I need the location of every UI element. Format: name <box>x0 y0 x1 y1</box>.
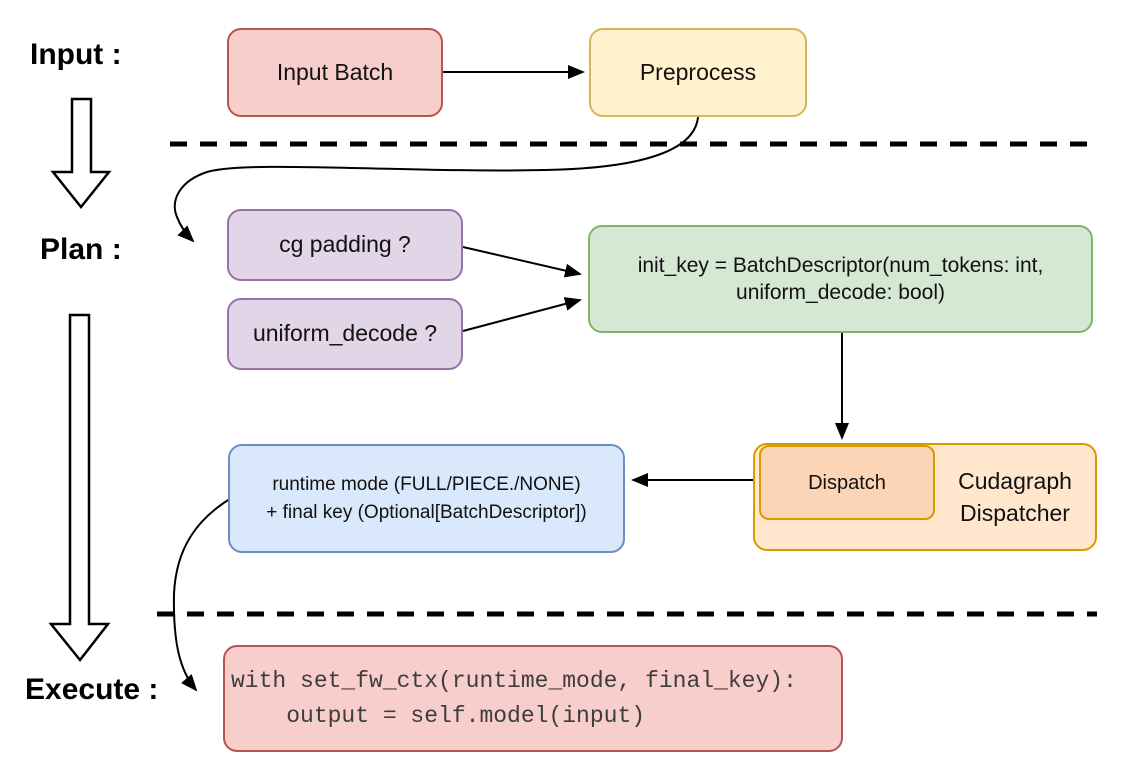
node-runtime-mode-line1: runtime mode (FULL/PIECE./NONE) <box>272 473 581 495</box>
arrow-runtimemode-executecode <box>172 496 234 692</box>
node-input-batch: Input Batch <box>227 28 443 117</box>
node-cudagraph-dispatcher: Dispatch Cudagraph Dispatcher <box>753 443 1097 551</box>
node-cg-padding: cg padding ? <box>227 209 463 281</box>
execute-code-line2: output = self.model(input) <box>231 702 646 729</box>
node-execute-code: with set_fw_ctx(runtime_mode, final_key)… <box>223 645 843 752</box>
node-runtime-mode: runtime mode (FULL/PIECE./NONE) + final … <box>228 444 625 553</box>
node-input-batch-label: Input Batch <box>276 58 394 85</box>
node-uniform-decode-label: uniform_decode ? <box>252 320 438 347</box>
node-preprocess-label: Preprocess <box>639 58 757 85</box>
block-arrow-plan-to-execute-icon <box>48 313 111 663</box>
node-runtime-mode-line2: + final key (Optional[BatchDescriptor]) <box>266 501 587 523</box>
node-init-key: init_key = BatchDescriptor(num_tokens: i… <box>588 225 1093 333</box>
node-dispatch: Dispatch <box>759 445 935 520</box>
arrow-cgpadding-initkey <box>462 246 582 278</box>
node-cg-padding-label: cg padding ? <box>279 231 411 258</box>
node-dispatch-label: Dispatch <box>808 471 886 494</box>
arrow-preprocess-plan <box>173 116 699 243</box>
node-uniform-decode: uniform_decode ? <box>227 298 463 370</box>
stage-label-plan: Plan : <box>40 233 122 266</box>
node-preprocess: Preprocess <box>589 28 807 117</box>
node-init-key-line2: uniform_decode: bool) <box>736 281 945 304</box>
node-init-key-line1: init_key = BatchDescriptor(num_tokens: i… <box>637 253 1044 277</box>
cudagraph-dispatcher-line1: Cudagraph <box>958 467 1072 494</box>
execute-code-line1: with set_fw_ctx(runtime_mode, final_key)… <box>231 668 797 694</box>
stage-label-execute: Execute : <box>25 673 159 706</box>
arrow-uniformdecode-initkey <box>462 297 582 332</box>
block-arrow-input-to-plan-icon <box>50 97 112 210</box>
cudagraph-dispatcher-line2: Dispatcher <box>960 500 1070 526</box>
cudagraph-dispatcher-label: Cudagraph Dispatcher <box>933 445 1097 549</box>
stage-label-input: Input : <box>30 38 122 71</box>
